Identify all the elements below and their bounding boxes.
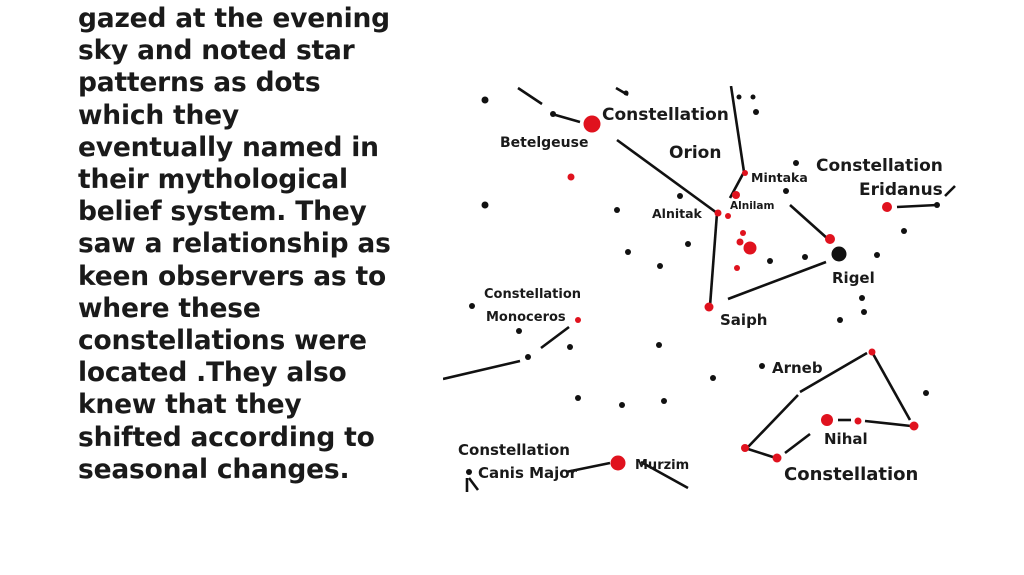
- label-mintaka: Mintaka: [751, 170, 808, 185]
- star-map-svg: Constellation Orion Betelgeuse Mintaka A…: [443, 86, 957, 492]
- body-line: where these: [78, 292, 261, 324]
- label-betelgeuse: Betelgeuse: [500, 135, 588, 151]
- label-arneb: Arneb: [772, 359, 823, 377]
- body-line: their mythological: [78, 164, 348, 196]
- body-paragraph: gazed at the evening sky and noted star …: [78, 3, 408, 486]
- label-constellation-lepus: Constellation: [784, 464, 918, 485]
- label-alnilam: Alnilam: [730, 200, 774, 212]
- label-alnitak: Alnitak: [652, 206, 703, 221]
- body-line: seasonal changes.: [78, 453, 350, 485]
- label-rigel: Rigel: [832, 269, 875, 287]
- label-murzim: Murzim: [635, 458, 689, 473]
- label-monoceros: Monoceros: [486, 310, 566, 325]
- label-nihal: Nihal: [824, 430, 868, 448]
- label-canis-major: Canis Major: [478, 464, 578, 482]
- body-line: which they: [78, 99, 240, 131]
- label-orion: Orion: [669, 143, 721, 163]
- body-line: gazed at the evening: [78, 3, 390, 34]
- body-line: sky and noted star: [78, 35, 355, 67]
- label-constellation-eridanus: Constellation: [816, 156, 943, 176]
- body-line: eventually named in: [78, 131, 379, 163]
- label-saiph: Saiph: [720, 311, 767, 329]
- red-stars: [567, 115, 919, 471]
- constellation-lines: [443, 86, 956, 492]
- body-line: keen observers as to: [78, 260, 387, 292]
- body-line: belief system. They: [78, 196, 367, 228]
- black-stars: [466, 90, 940, 475]
- body-line: knew that they: [78, 389, 302, 421]
- label-constellation-canis-major: Constellation: [458, 441, 570, 459]
- label-constellation-orion: Constellation: [602, 105, 729, 125]
- body-line: constellations were: [78, 325, 367, 357]
- label-constellation-monoceros: Constellation: [484, 287, 581, 302]
- body-line: patterns as dots: [78, 67, 321, 99]
- star-map-figure: Constellation Orion Betelgeuse Mintaka A…: [443, 86, 957, 492]
- body-line: saw a relationship as: [78, 228, 391, 260]
- body-line: shifted according to: [78, 421, 375, 453]
- body-line: located .They also: [78, 357, 347, 389]
- label-eridanus: Eridanus: [859, 180, 943, 200]
